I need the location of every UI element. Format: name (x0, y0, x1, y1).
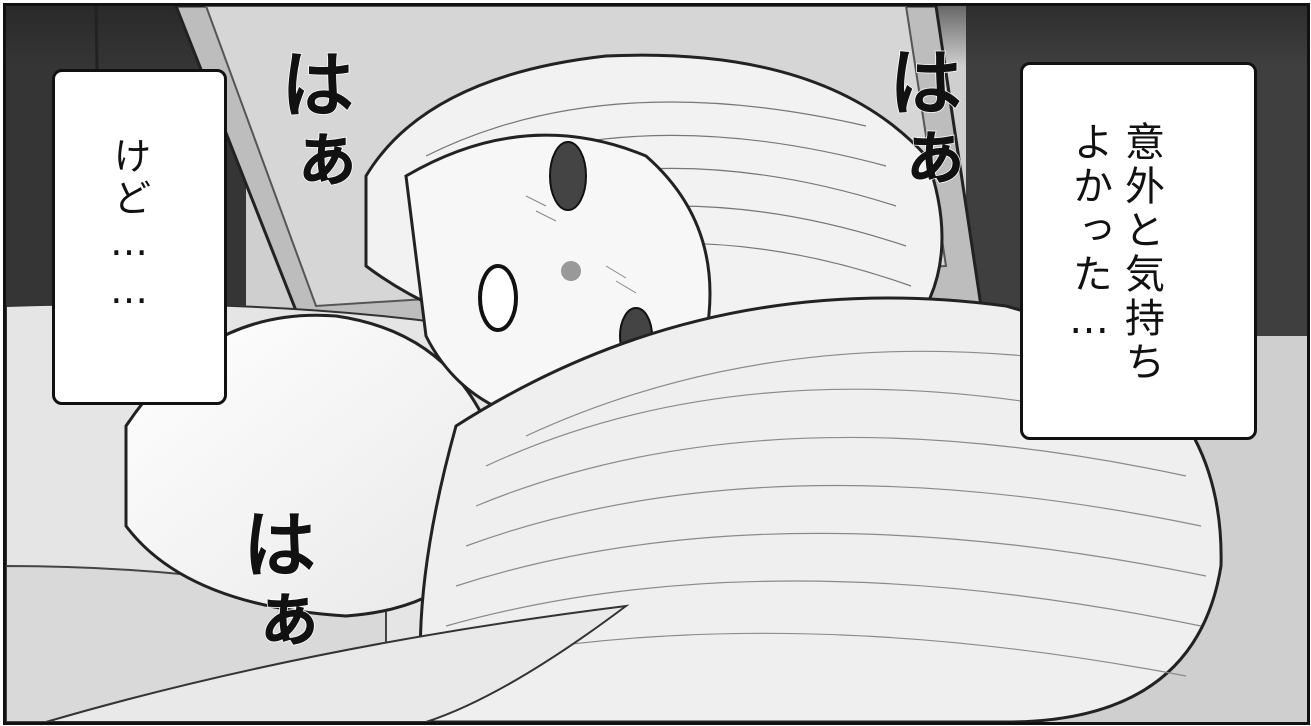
caption-box-left: けど…… (52, 69, 227, 405)
caption-right-line-3: よかった… (1066, 121, 1112, 347)
caption-right-line-1: 意外と (1118, 121, 1164, 253)
caption-right-text: 意外と気持ちよかった… (1063, 121, 1167, 411)
caption-left-text: けど…… (107, 136, 151, 316)
open-mouth (478, 264, 518, 332)
caption-box-right: 意外と気持ちよかった… (1020, 62, 1257, 440)
sfx-haa-top-left: はぁ (267, 45, 355, 199)
manga-panel: けど…… 意外と気持ちよかった… はぁ はぁ はぁ (3, 3, 1310, 725)
sfx-haa-bottom-left: はぁ (229, 505, 317, 659)
eye-upper (549, 141, 587, 211)
sfx-haa-top-right: はぁ (875, 43, 963, 197)
caption-right-line-2: 気持ち (1118, 253, 1164, 385)
blush-mark (561, 261, 581, 281)
